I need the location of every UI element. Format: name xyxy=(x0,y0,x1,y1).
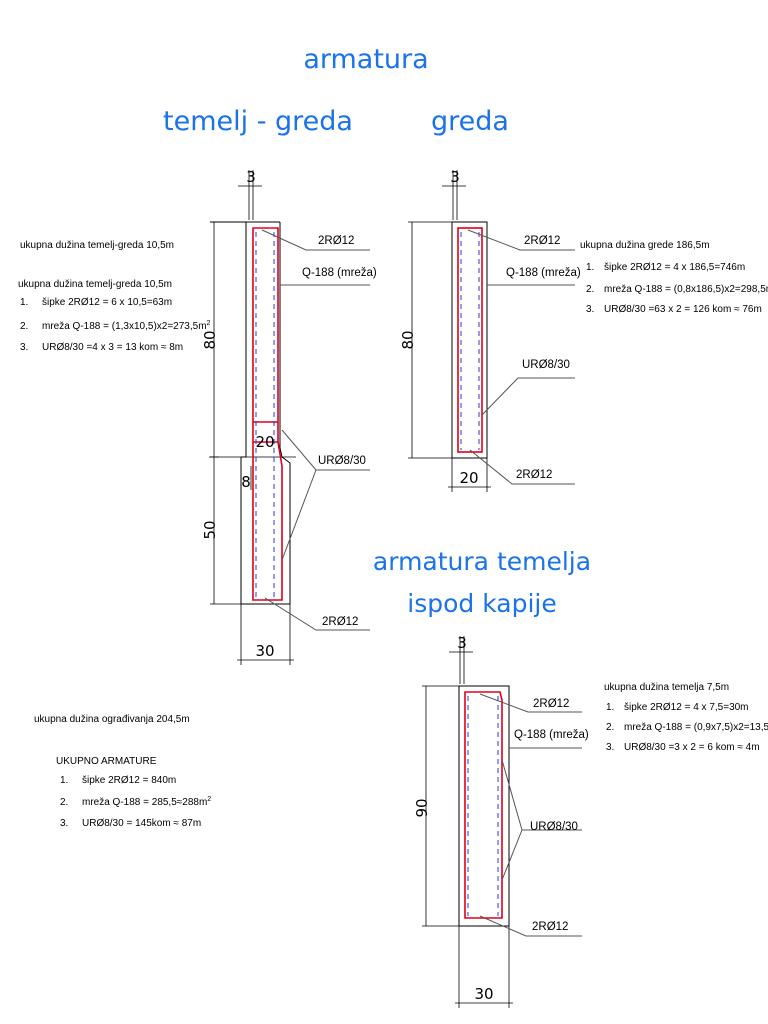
label-bottom-bars: 2RØ12 xyxy=(516,469,552,481)
left-section-title: temelj - greda xyxy=(163,106,353,137)
notes-ogradjivanje: ukupna dužina ograđivanja 204,5m UKUPNO … xyxy=(34,714,211,829)
dim-width: 20 xyxy=(459,469,478,487)
svg-text:3.: 3. xyxy=(586,304,594,315)
label-mesh: Q-188 (mreža) xyxy=(506,267,581,279)
section-kapija: 3 90 30 2RØ12 Q-188 (mreža) URØ8/30 2RØ1… xyxy=(413,634,589,1008)
notes-temelj-greda: ukupna dužina temelj-greda 10,5m ukupna … xyxy=(18,240,211,353)
note-heading: ukupna dužina temelja 7,5m xyxy=(604,682,729,693)
dim-top-label: 3 xyxy=(450,168,460,186)
dim-top-cover: 3 xyxy=(238,168,262,220)
label-mesh: Q-188 (mreža) xyxy=(302,267,377,279)
main-title: armatura xyxy=(303,44,428,75)
note-item: URØ8/30 =3 x 2 = 6 kom ≈ 4m xyxy=(624,742,760,753)
svg-text:2.: 2. xyxy=(60,797,68,808)
note-heading: ukupna dužina ograđivanja 204,5m xyxy=(34,714,190,725)
svg-text:3.: 3. xyxy=(20,342,28,353)
note-item: URØ8/30 = 145kom ≈ 87m xyxy=(82,818,201,829)
svg-text:2.: 2. xyxy=(20,321,28,332)
note-heading-b: ukupna dužina temelj-greda 10,5m xyxy=(18,279,172,290)
dim-beam-width: 20 xyxy=(255,433,274,451)
note-heading-a: ukupna dužina temelj-greda 10,5m xyxy=(20,240,174,251)
dim-height-lower: 50 xyxy=(201,520,219,539)
note-item: mreža Q-188 = (1,3x10,5)x2=273,5m2 xyxy=(42,320,211,332)
notes-kapija: ukupna dužina temelja 7,5m 1. šipke 2RØ1… xyxy=(604,682,768,753)
note-item: šipke 2RØ12 = 4 x 7,5=30m xyxy=(624,702,749,713)
dim-height: 80 xyxy=(399,330,417,349)
svg-text:1.: 1. xyxy=(20,297,28,308)
dim-width: 30 xyxy=(474,985,493,1003)
note-item: šipke 2RØ12 = 840m xyxy=(82,775,176,786)
note-item: šipke 2RØ12 = 6 x 10,5=63m xyxy=(42,297,172,308)
svg-text:3.: 3. xyxy=(60,818,68,829)
svg-text:30: 30 xyxy=(255,642,274,660)
concrete-outline xyxy=(451,221,488,459)
label-stirrups: URØ8/30 xyxy=(318,455,366,467)
section-greda: 3 80 20 2RØ12 Q-188 (mreža) URØ8/30 2RØ1… xyxy=(399,168,581,492)
gate-section-title-line2: ispod kapije xyxy=(407,589,556,618)
svg-text:2.: 2. xyxy=(606,722,614,733)
stirrup xyxy=(457,227,483,453)
note-subheading: UKUPNO ARMATURE xyxy=(56,756,157,767)
label-top-bars: 2RØ12 xyxy=(524,235,560,247)
svg-text:2.: 2. xyxy=(586,284,594,295)
label-bottom-bars: 2RØ12 xyxy=(532,921,568,933)
dim-step: 8 xyxy=(241,473,251,491)
svg-text:1.: 1. xyxy=(586,262,594,273)
dim-top-label: 3 xyxy=(246,168,256,186)
stirrup xyxy=(464,691,503,919)
label-top-bars: 2RØ12 xyxy=(318,235,354,247)
right-section-title: greda xyxy=(431,106,509,137)
concrete-outline xyxy=(210,221,310,605)
label-bottom-bars: 2RØ12 xyxy=(322,616,358,628)
note-item: URØ8/30 =4 x 3 = 13 kom ≈ 8m xyxy=(42,342,183,353)
concrete-outline xyxy=(458,685,510,927)
dim-height-upper: 80 xyxy=(201,330,219,349)
note-item: mreža Q-188 = (0,8x186,5)x2=298,5m2 xyxy=(604,283,768,295)
section-temelj-greda: 3 80 50 20 8 xyxy=(201,168,377,665)
dim-top-label: 3 xyxy=(457,634,467,652)
stirrup-lower xyxy=(252,441,283,601)
notes-greda: ukupna dužina grede 186,5m 1. šipke 2RØ1… xyxy=(580,240,768,315)
label-stirrups: URØ8/30 xyxy=(530,821,578,833)
note-item: mreža Q-188 = 285,5≈288m2 xyxy=(82,796,211,808)
svg-text:3.: 3. xyxy=(606,742,614,753)
label-mesh: Q-188 (mreža) xyxy=(514,729,589,741)
svg-text:1.: 1. xyxy=(60,775,68,786)
note-item: mreža Q-188 = (0,9x7,5)x2=13,5m2 xyxy=(624,721,768,733)
dim-height: 90 xyxy=(413,798,431,817)
label-stirrups: URØ8/30 xyxy=(522,359,570,371)
note-item: šipke 2RØ12 = 4 x 186,5=746m xyxy=(604,262,745,273)
label-top-bars: 2RØ12 xyxy=(533,698,569,710)
dim-base-width: 30 xyxy=(237,604,294,665)
note-item: URØ8/30 =63 x 2 = 126 kom ≈ 76m xyxy=(604,304,762,315)
gate-section-title-line1: armatura temelja xyxy=(373,547,591,576)
svg-text:1.: 1. xyxy=(606,702,614,713)
note-heading: ukupna dužina grede 186,5m xyxy=(580,240,710,251)
dim-heights: 80 50 xyxy=(201,222,219,604)
